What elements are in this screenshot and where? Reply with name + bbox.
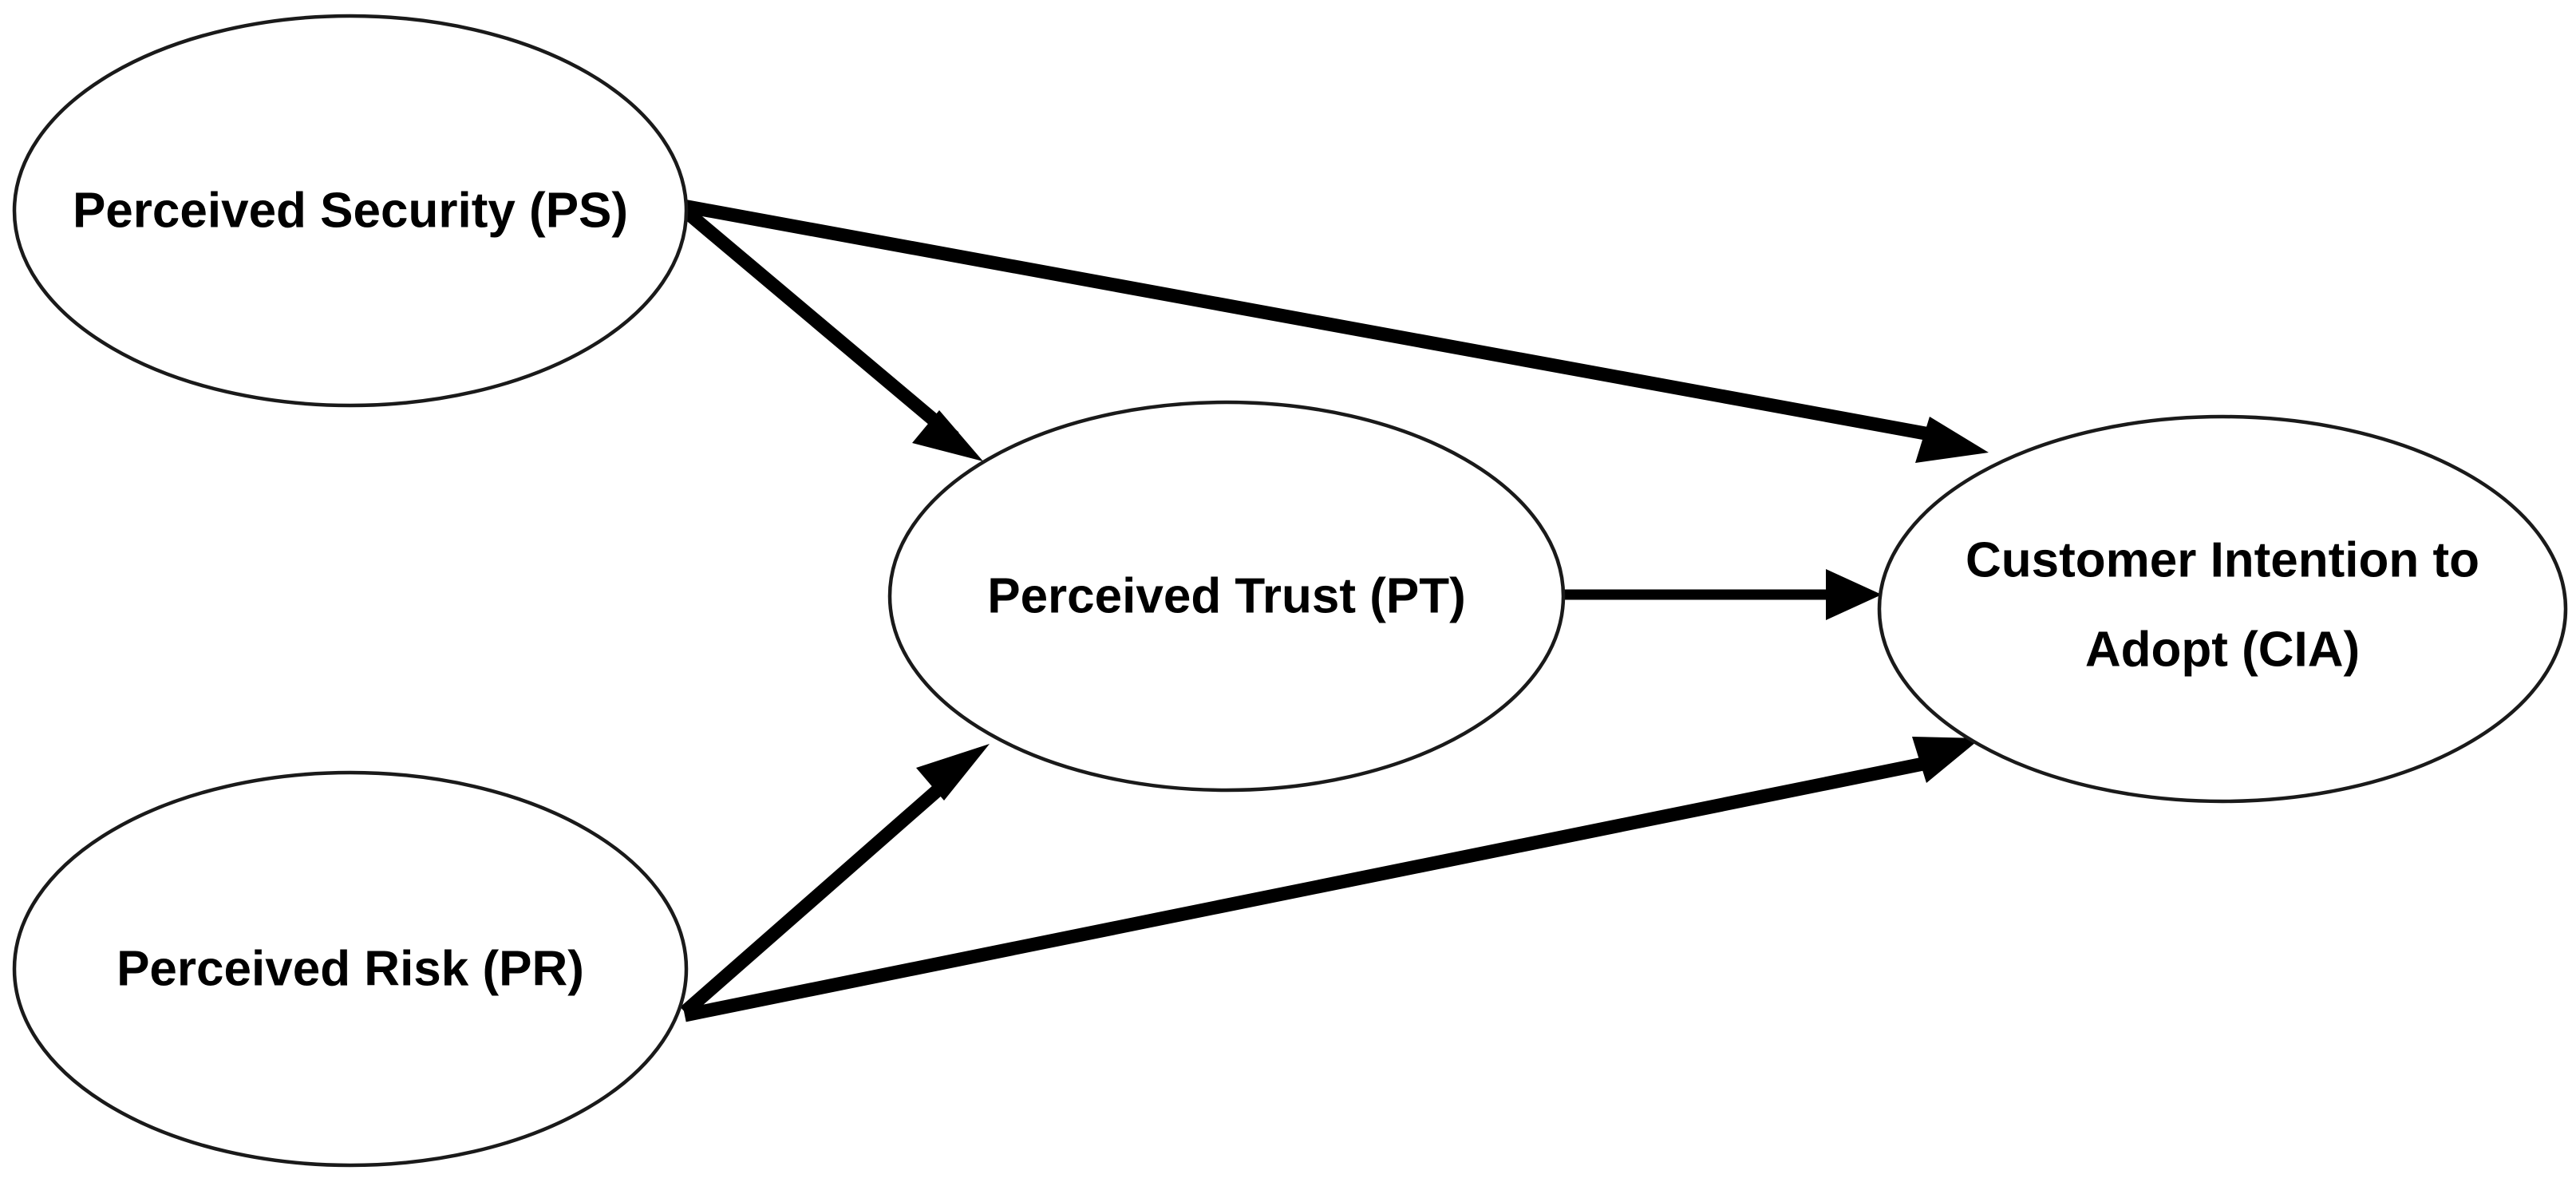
- node-perceived-risk-ellipse[interactable]: [12, 770, 689, 1168]
- node-perceived-risk[interactable]: Perceived Risk (PR): [12, 770, 689, 1168]
- edge-ps-to-cia: [682, 199, 1989, 463]
- node-customer-intention-to-adopt-label-line2: Adopt (CIA): [2085, 622, 2360, 677]
- edge-pt-to-cia-arrowhead: [1826, 569, 1882, 620]
- node-perceived-risk-label: Perceived Risk (PR): [117, 941, 584, 996]
- node-perceived-security-ellipse[interactable]: [12, 14, 689, 408]
- node-perceived-security-label: Perceived Security (PS): [73, 183, 628, 238]
- edge-pr-to-cia-arrowhead: [1912, 737, 1981, 783]
- node-perceived-trust[interactable]: Perceived Trust (PT): [887, 400, 1566, 793]
- node-customer-intention-to-adopt-ellipse[interactable]: [1877, 414, 2568, 804]
- edge-ps-to-cia-arrowhead: [1915, 417, 1989, 463]
- edge-ps-to-pt: [678, 204, 983, 461]
- node-customer-intention-to-adopt[interactable]: Customer Intention to Adopt (CIA): [1877, 414, 2568, 804]
- node-perceived-trust-ellipse[interactable]: [887, 400, 1566, 793]
- edge-ps-to-pt-line: [678, 204, 959, 443]
- edge-pr-to-cia: [683, 737, 1981, 1022]
- edge-pr-to-pt-line: [680, 767, 962, 1018]
- edge-ps-to-pt-arrowhead: [912, 410, 983, 461]
- edge-ps-to-cia-line: [682, 199, 1949, 445]
- edge-pr-to-pt-arrowhead: [916, 744, 990, 801]
- node-perceived-trust-label: Perceived Trust (PT): [987, 568, 1466, 623]
- node-perceived-security[interactable]: Perceived Security (PS): [12, 14, 689, 408]
- edge-pt-to-cia: [1564, 569, 1882, 620]
- edge-pr-to-cia-line: [683, 755, 1933, 1022]
- edge-pr-to-pt: [680, 744, 990, 1018]
- node-customer-intention-to-adopt-label-line1: Customer Intention to: [1966, 532, 2479, 587]
